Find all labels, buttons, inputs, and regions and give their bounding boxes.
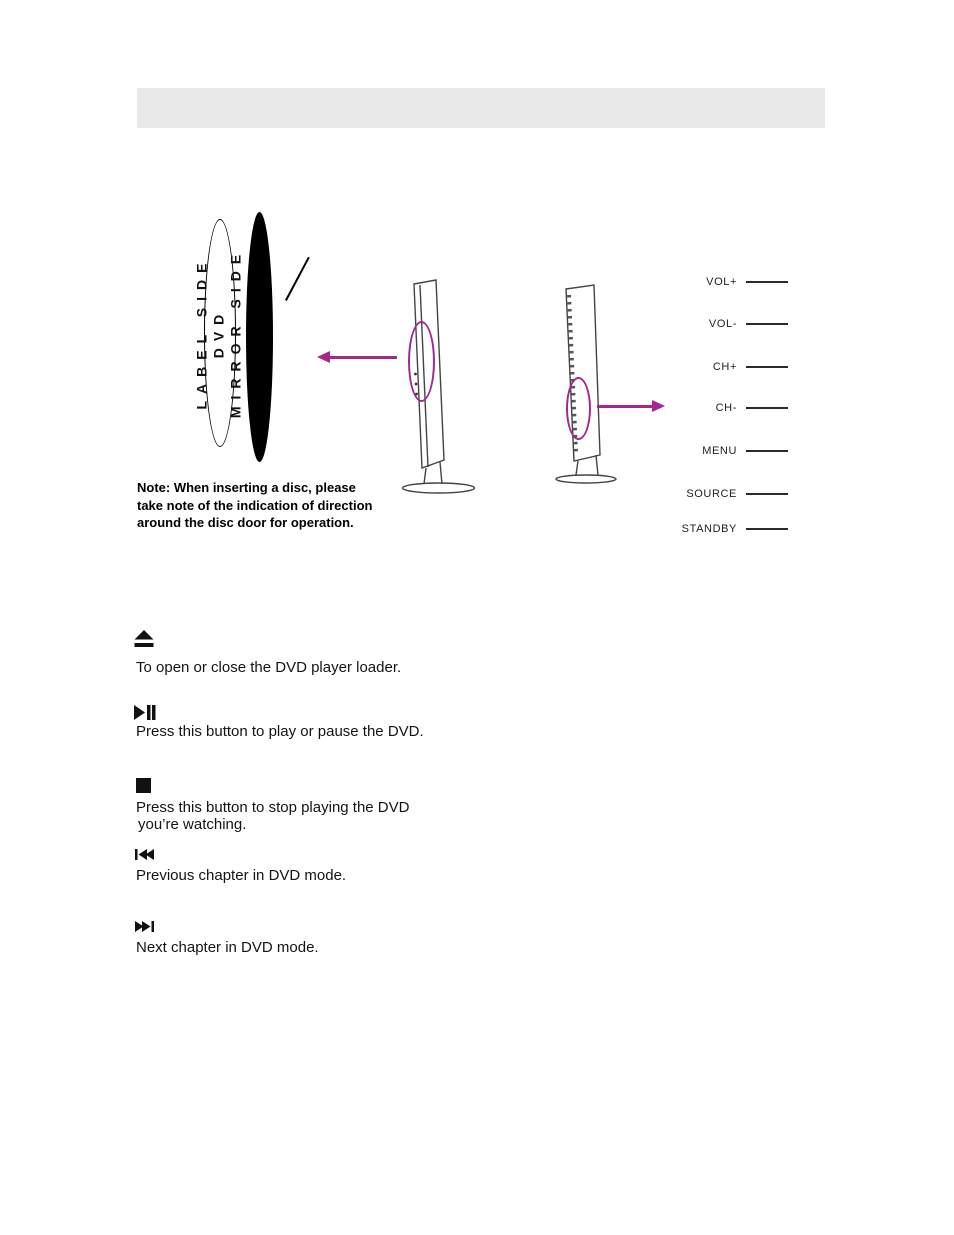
stop-description-text: you’re watching.	[138, 816, 247, 833]
side-control-row: CH-	[640, 401, 830, 415]
note-line: around the disc door for operation.	[137, 515, 354, 530]
disc-side-outline	[204, 219, 236, 447]
control-label-ch-minus: CH-	[715, 402, 737, 414]
disc-edge-shape	[246, 212, 273, 462]
disc-orientation-text: LABEL SIDE DVD MIRROR SIDE	[194, 248, 245, 418]
note-line: Note: When inserting a disc, please	[137, 480, 356, 495]
control-pointer-line	[746, 323, 788, 325]
side-control-row: VOL+	[640, 275, 830, 289]
disc-mirror-side-text: MIRROR SIDE	[227, 247, 244, 419]
eject-description-text: To open or close the DVD player loader.	[136, 659, 402, 676]
tv-side-view-right	[550, 283, 630, 493]
disc-slot-highlight-ellipse	[408, 321, 435, 402]
play-pause-description-text: Press this button to play or pause the D…	[136, 723, 424, 740]
disc-insertion-note: Note: When inserting a disc, please take…	[137, 479, 397, 532]
side-control-row: CH+	[640, 360, 830, 374]
stop-description-text: Press this button to stop playing the DV…	[136, 799, 410, 816]
control-pointer-line	[746, 281, 788, 283]
control-label-menu: MENU	[702, 445, 737, 457]
control-pointer-line	[746, 407, 788, 409]
disc-dvd-text: DVD	[210, 307, 227, 359]
side-control-row: STANDBY	[640, 522, 830, 536]
control-pointer-line	[746, 366, 788, 368]
side-control-row: VOL-	[640, 317, 830, 331]
control-pointer-line	[746, 493, 788, 495]
arrow-to-labels-icon	[597, 400, 665, 412]
control-label-vol-minus: VOL-	[708, 318, 737, 330]
control-label-ch-plus: CH+	[712, 361, 737, 373]
side-control-row: MENU	[640, 444, 830, 458]
previous-chapter-description-text: Previous chapter in DVD mode.	[136, 867, 347, 884]
control-label-vol-plus: VOL+	[706, 276, 737, 288]
section-header-bar	[137, 88, 825, 128]
eject-icon	[134, 630, 154, 647]
arrow-to-disc-icon	[317, 351, 397, 363]
previous-chapter-icon	[135, 849, 154, 860]
disc-pointer-line	[285, 256, 310, 301]
disc-label-side-text: LABEL SIDE	[193, 256, 210, 410]
side-control-row: SOURCE	[640, 487, 830, 501]
side-buttons-highlight-ellipse	[566, 377, 591, 440]
next-chapter-description-text: Next chapter in DVD mode.	[136, 939, 319, 956]
control-label-standby: STANDBY	[681, 523, 737, 535]
stop-icon	[136, 778, 151, 793]
note-line: take note of the indication of direction	[137, 497, 373, 513]
control-pointer-line	[746, 528, 788, 530]
control-pointer-line	[746, 450, 788, 452]
next-chapter-icon	[135, 921, 154, 932]
control-label-source: SOURCE	[686, 488, 737, 500]
play-pause-icon	[134, 705, 156, 720]
